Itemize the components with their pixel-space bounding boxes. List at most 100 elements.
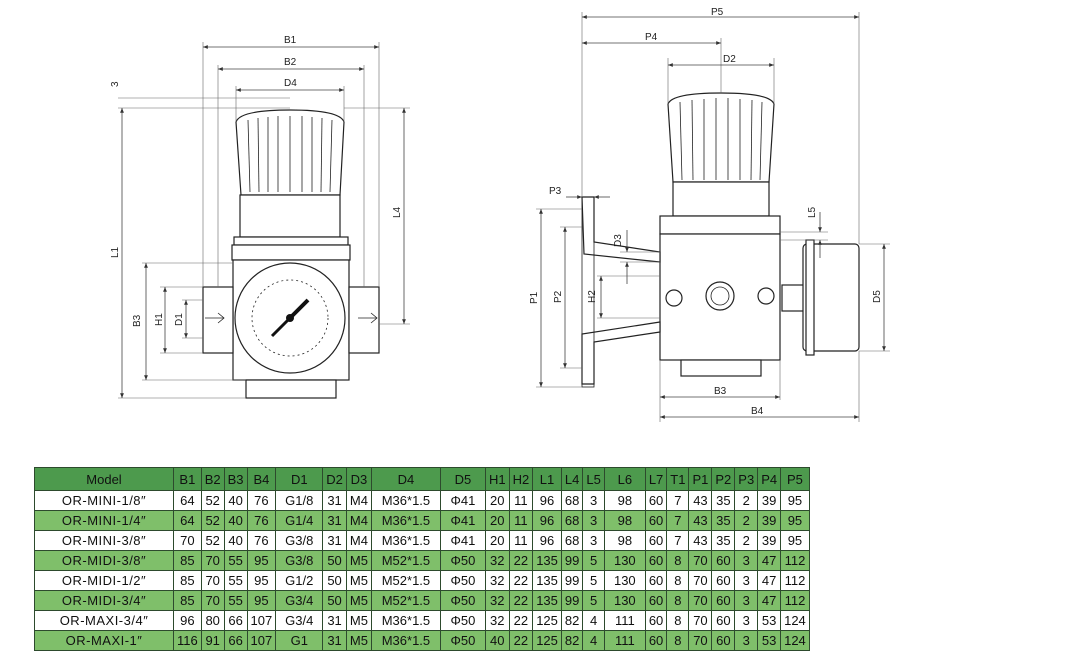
table-cell: G3/4 — [275, 590, 324, 611]
table-cell: 60 — [711, 590, 736, 611]
table-cell: 70 — [173, 530, 202, 551]
header-p3: P3 — [734, 467, 759, 491]
table-cell: 68 — [560, 490, 584, 511]
table-cell: 47 — [757, 570, 782, 591]
table-cell: 52 — [200, 510, 225, 531]
table-cell: 85 — [173, 550, 202, 571]
table-cell: M36*1.5 — [370, 490, 441, 511]
specification-table: Model B1 B2 B3 B4 D1 D2 D3 D4 D5 H1 H2 L… — [34, 467, 810, 651]
table-cell: M36*1.5 — [370, 530, 441, 551]
table-cell: 35 — [711, 530, 736, 551]
table-cell: 130 — [603, 550, 646, 571]
table-cell: 135 — [532, 550, 562, 571]
table-cell: 111 — [603, 610, 646, 631]
table-cell: 53 — [757, 610, 782, 631]
table-cell: 7 — [666, 490, 690, 511]
header-p4: P4 — [757, 467, 782, 491]
table-cell: 70 — [200, 570, 225, 591]
table-cell: M52*1.5 — [370, 550, 441, 571]
header-t1: T1 — [666, 467, 690, 491]
table-cell: 40 — [223, 530, 248, 551]
table-cell: 20 — [484, 490, 510, 511]
table-cell: 70 — [688, 570, 713, 591]
header-b1: B1 — [173, 467, 202, 491]
table-cell: 31 — [322, 630, 347, 651]
table-cell: 66 — [223, 610, 248, 631]
label-h2: H2 — [587, 290, 598, 303]
model-cell: OR-MINI-3/8″ — [34, 530, 174, 551]
table-cell: 98 — [603, 510, 646, 531]
table-cell: 55 — [223, 590, 248, 611]
table-cell: M52*1.5 — [370, 570, 441, 591]
header-p2: P2 — [711, 467, 736, 491]
table-cell: 107 — [246, 630, 277, 651]
table-cell: 99 — [560, 590, 584, 611]
header-l7: L7 — [644, 467, 668, 491]
table-cell: 2 — [734, 490, 759, 511]
table-cell: 82 — [560, 610, 584, 631]
table-cell: 3 — [734, 590, 759, 611]
table-cell: 95 — [780, 510, 810, 531]
table-cell: M4 — [345, 530, 372, 551]
label-d1: D1 — [174, 313, 185, 326]
header-p5: P5 — [780, 467, 810, 491]
table-cell: 3 — [582, 490, 605, 511]
table-cell: 111 — [603, 630, 646, 651]
table-cell: 50 — [322, 570, 347, 591]
table-cell: 8 — [666, 550, 690, 571]
table-cell: 5 — [582, 570, 605, 591]
table-cell: M5 — [345, 550, 372, 571]
table-cell: 2 — [734, 510, 759, 531]
table-cell: 32 — [484, 590, 510, 611]
table-cell: 31 — [322, 530, 347, 551]
table-cell: 70 — [200, 590, 225, 611]
table-cell: 66 — [223, 630, 248, 651]
label-d4: D4 — [284, 78, 297, 89]
table-cell: 32 — [484, 610, 510, 631]
table-cell: 60 — [644, 490, 668, 511]
header-l1: L1 — [532, 467, 562, 491]
table-cell: Φ41 — [439, 490, 486, 511]
label-p2: P2 — [553, 290, 564, 303]
table-cell: 47 — [757, 590, 782, 611]
table-cell: 8 — [666, 630, 690, 651]
table-cell: 53 — [757, 630, 782, 651]
table-cell: 8 — [666, 610, 690, 631]
table-cell: 82 — [560, 630, 584, 651]
header-d3: D3 — [345, 467, 372, 491]
header-d4: D4 — [370, 467, 441, 491]
header-l4: L4 — [560, 467, 584, 491]
table-cell: M4 — [345, 490, 372, 511]
table-cell: 7 — [666, 530, 690, 551]
table-cell: 22 — [508, 630, 534, 651]
table-cell: 60 — [644, 550, 668, 571]
table-cell: 52 — [200, 490, 225, 511]
table-cell: G1/2 — [275, 570, 324, 591]
table-cell: 60 — [711, 550, 736, 571]
table-cell: 60 — [711, 610, 736, 631]
table-cell: G3/8 — [275, 550, 324, 571]
table-cell: 40 — [223, 510, 248, 531]
table-cell: M5 — [345, 570, 372, 591]
header-model: Model — [34, 467, 174, 491]
label-p5: P5 — [711, 7, 724, 18]
table-cell: 99 — [560, 570, 584, 591]
table-cell: 112 — [780, 570, 810, 591]
table-cell: 47 — [757, 550, 782, 571]
table-cell: 112 — [780, 550, 810, 571]
header-d2: D2 — [322, 467, 347, 491]
label-b2: B2 — [284, 57, 297, 68]
table-cell: 32 — [484, 570, 510, 591]
label-d2: D2 — [723, 54, 736, 65]
table-cell: 64 — [173, 490, 202, 511]
front-view: B1 B2 D4 3 L1 B3 H1 D1 — [110, 35, 410, 399]
technical-drawing: B1 B2 D4 3 L1 B3 H1 D1 — [110, 7, 890, 422]
table-cell: 96 — [532, 510, 562, 531]
table-cell: 11 — [508, 490, 534, 511]
table-cell: M5 — [345, 630, 372, 651]
table-cell: Φ50 — [439, 610, 486, 631]
